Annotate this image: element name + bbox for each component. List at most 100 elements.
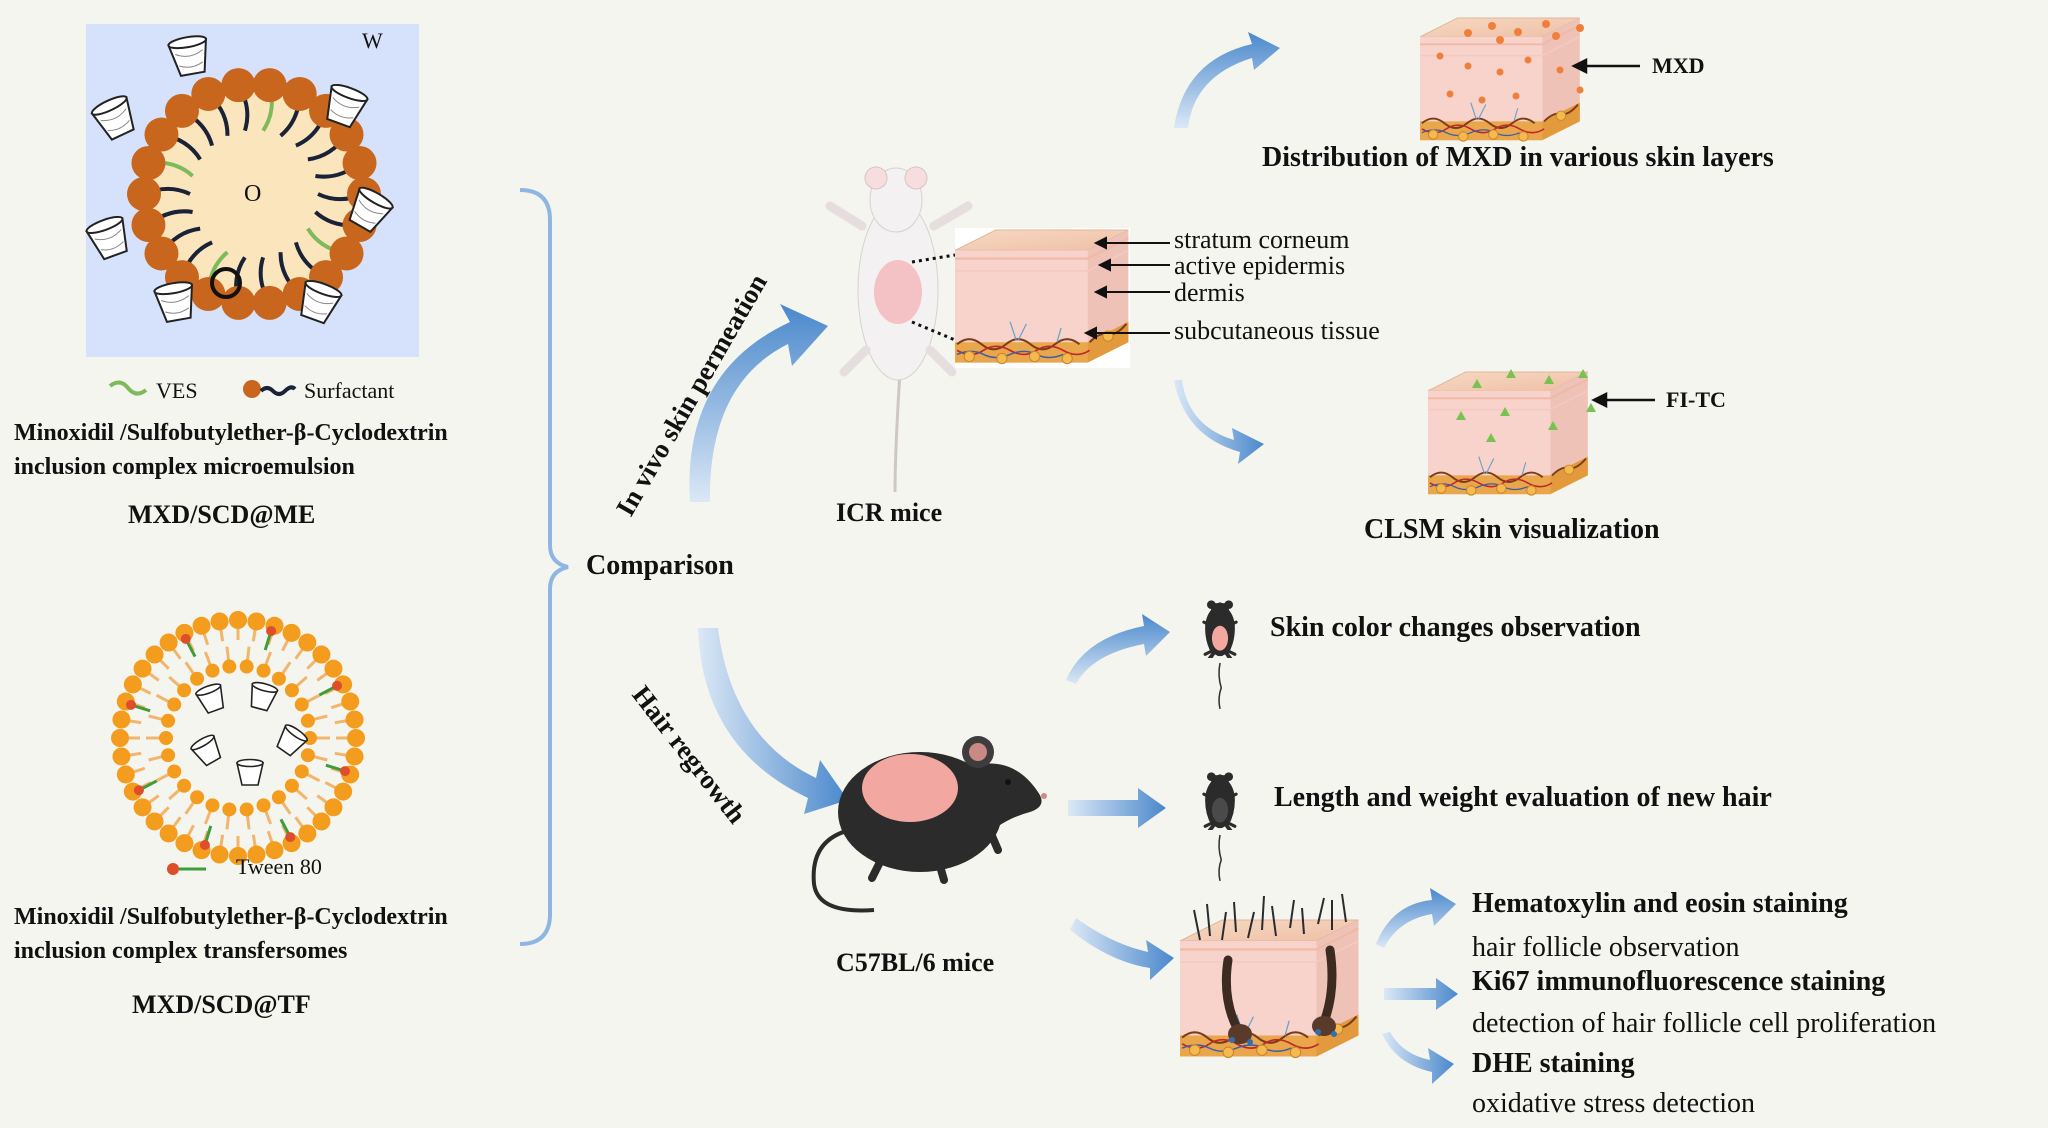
icr-mouse (825, 166, 973, 493)
arrow-to-he (1376, 888, 1456, 948)
dhe-staining-title: DHE staining (1472, 1048, 1635, 1079)
lipid-head (116, 765, 135, 784)
lipid-head (312, 812, 331, 831)
arrow-to-dhe (1382, 1032, 1454, 1084)
tween-head (133, 785, 144, 796)
surfactant-legend-label: Surfactant (304, 378, 395, 403)
lipid-head (284, 683, 299, 698)
lipid-head (190, 671, 205, 686)
lipid-head (312, 645, 331, 664)
tween-head (285, 832, 296, 843)
lipid-head (345, 747, 364, 766)
lipid-head (239, 659, 254, 674)
lipid-head (161, 713, 176, 728)
lipid-head (222, 802, 237, 817)
lipid-head (210, 612, 229, 631)
hair-follicle-skin-block (1178, 893, 1360, 1059)
tween-head (180, 633, 191, 644)
he-staining-sub: hair follicle observation (1472, 932, 1740, 963)
lipid-head (112, 747, 131, 766)
arrow-to-histology (1070, 918, 1174, 980)
lipid-head (177, 778, 192, 793)
surfactant-head (252, 68, 287, 103)
lipid-head (284, 778, 299, 793)
arrow-to-icr (689, 304, 828, 502)
cyclodextrin-icon (236, 758, 264, 786)
me-name-line2: inclusion complex microemulsion (14, 454, 355, 480)
dermis-label: dermis (1174, 278, 1245, 307)
layer-pointer-arrows (1083, 236, 1170, 340)
lipid-head (347, 729, 365, 747)
tween-legend-label: Tween 80 (236, 854, 322, 879)
lipid-head (222, 659, 237, 674)
mxd-skin-block (1419, 17, 1584, 143)
lipid-head (282, 623, 301, 642)
lipid-head (161, 748, 176, 763)
lipid-head (145, 812, 164, 831)
lipid-head (256, 798, 271, 813)
arrow-to-skin-color (1066, 614, 1170, 684)
surfactant-legend-icon (243, 380, 297, 398)
subcutaneous-tissue-label: subcutaneous tissue (1174, 316, 1380, 345)
surfactant-head (329, 117, 364, 152)
distribution-title: Distribution of MXD in various skin laye… (1262, 142, 1774, 173)
he-staining-title: Hematoxylin and eosin staining (1472, 888, 1848, 919)
surfactant-head (131, 207, 166, 242)
lipid-head (190, 790, 205, 805)
me-name-line1: Minoxidil /Sulfobutylether-β-Cyclodextri… (14, 420, 448, 446)
micelle-droplet (127, 68, 381, 320)
lipid-head (205, 663, 220, 678)
lipid-head (167, 697, 182, 712)
arrow-to-length-weight (1068, 788, 1166, 828)
lipid-head (324, 659, 343, 678)
surfactant-head (191, 277, 226, 312)
lipid-head (239, 802, 254, 817)
tween-legend-icon (167, 863, 206, 875)
lipid-head (210, 845, 229, 864)
lipid-head (300, 713, 315, 728)
lipid-head (298, 824, 317, 843)
lipid-head (271, 790, 286, 805)
lipid-head (133, 659, 152, 678)
surfactant-head (144, 236, 179, 271)
surfactant-head (221, 68, 256, 103)
clsm-title: CLSM skin visualization (1364, 514, 1660, 545)
surfactant-head (252, 285, 287, 320)
c57-mouse (811, 736, 1047, 913)
surfactant-head (191, 76, 226, 111)
tf-abbreviation: MXD/SCD@TF (132, 990, 311, 1019)
skin-color-title: Skin color changes observation (1270, 612, 1641, 643)
lipid-head (247, 612, 266, 631)
microemulsion-panel (83, 24, 419, 357)
surfactant-head (131, 146, 166, 181)
transfersome (111, 611, 365, 865)
lipid-head (229, 847, 247, 865)
cyclodextrin-icon (194, 681, 229, 716)
icr-mice-label: ICR mice (836, 498, 943, 527)
lipid-head (256, 663, 271, 678)
stratum-corneum-label: stratum corneum (1174, 225, 1350, 254)
lipid-head (341, 692, 360, 711)
lipid-head (229, 611, 247, 629)
dhe-staining-sub: oxidative stress detection (1472, 1088, 1756, 1119)
surfactant-head (221, 285, 256, 320)
tween-head (339, 766, 350, 777)
lipid-head (123, 675, 142, 694)
lipid-head (175, 834, 194, 853)
tween-head (199, 839, 210, 850)
lipid-head (192, 616, 211, 635)
lipid-head (111, 729, 129, 747)
lipid-head (159, 633, 178, 652)
lipid-head (298, 633, 317, 652)
surfactant-head (127, 177, 161, 211)
arrow-to-c57 (698, 628, 848, 814)
active-epidermis-label: active epidermis (1174, 251, 1346, 280)
ves-legend-label: VES (156, 378, 198, 403)
lipid-head (265, 841, 284, 860)
tf-name-line1: Minoxidil /Sulfobutylether-β-Cyclodextri… (14, 904, 448, 930)
surfactant-head (329, 236, 364, 271)
comparison-bracket (519, 188, 569, 946)
surfactant-head (164, 93, 199, 128)
